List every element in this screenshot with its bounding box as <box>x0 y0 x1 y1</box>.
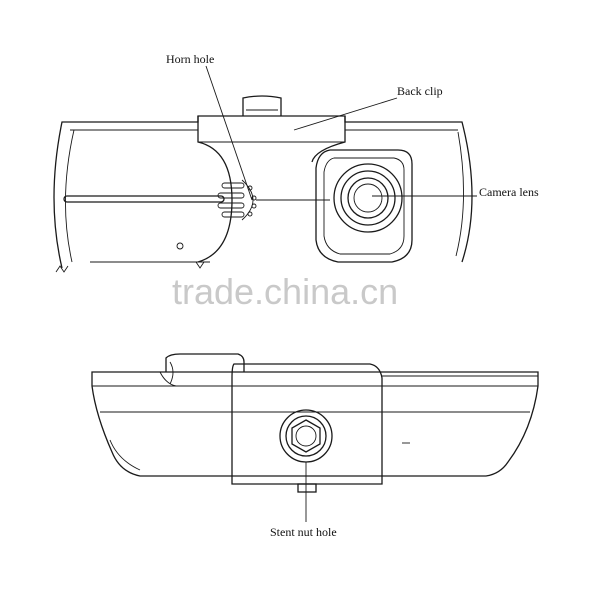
back-clip <box>197 116 233 263</box>
horn-hole-label: Horn hole <box>166 52 214 66</box>
horn-hole-leader <box>205 65 253 201</box>
indicator-hole <box>176 242 184 250</box>
top-view <box>53 95 473 273</box>
top-view-slot <box>63 195 225 203</box>
horn-hole <box>217 179 257 221</box>
top-view-body-outline <box>53 115 473 269</box>
watermark: trade.china.cn <box>172 271 398 312</box>
top-view-body-inner-line <box>65 129 75 263</box>
camera-lens-label: Camera lens <box>479 185 539 199</box>
back-clip-tab <box>242 95 282 116</box>
bottom-view <box>91 353 539 493</box>
stent-nut-hole <box>279 409 333 463</box>
mount-block <box>231 363 383 485</box>
bottom-nub <box>297 483 317 493</box>
bottom-view-body-outline <box>91 371 539 477</box>
camera-lens <box>315 149 413 263</box>
bottom-view-clip-bump <box>165 353 245 372</box>
back-clip-label: Back clip <box>397 84 443 98</box>
stent-nut-hole-label: Stent nut hole <box>270 525 337 539</box>
back-clip-leader <box>293 97 398 131</box>
